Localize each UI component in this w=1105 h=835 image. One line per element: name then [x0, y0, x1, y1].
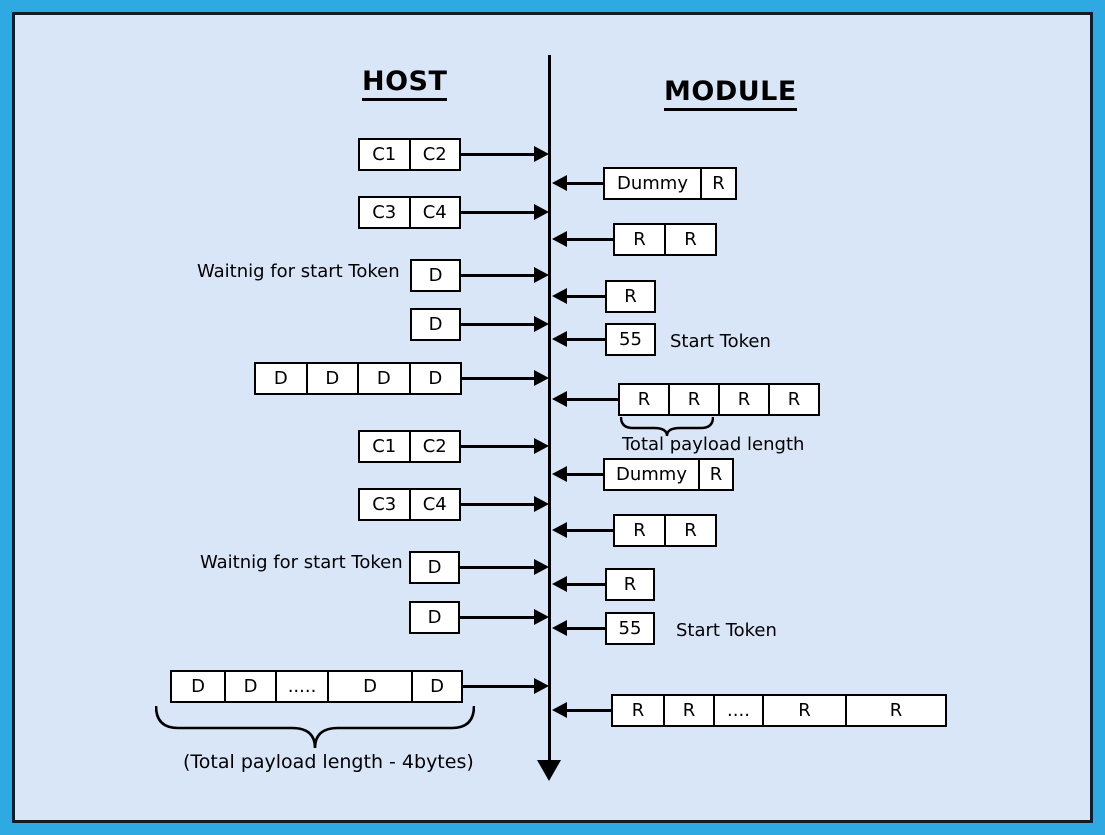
- host-to-module-arrow: [460, 370, 549, 386]
- host-to-module-arrow: [458, 609, 549, 625]
- byte-cell: D: [327, 672, 411, 701]
- byte-cell: C4: [408, 198, 460, 227]
- host-to-module-arrow: [459, 496, 549, 512]
- byte-cell: R: [633, 520, 646, 541]
- byte-cell: Dummy: [617, 173, 688, 194]
- byte-cell: D: [357, 364, 409, 393]
- host-payload-box: D D ..... D D: [170, 670, 463, 703]
- byte-cell: C1: [372, 436, 397, 457]
- byte-cell: D: [428, 314, 443, 335]
- timeline-axis: [548, 55, 551, 762]
- module-start-token-box: 55: [605, 612, 655, 645]
- total-payload-brace-icon: [155, 705, 475, 749]
- start-token-label: Start Token: [676, 620, 777, 641]
- byte-cell: C4: [408, 490, 460, 519]
- module-to-host-arrow: [552, 576, 607, 592]
- byte-cell: 55: [619, 329, 642, 350]
- module-to-host-arrow: [552, 466, 605, 482]
- byte-cell: C1: [372, 144, 397, 165]
- host-to-module-arrow: [459, 438, 549, 454]
- module-to-host-arrow: [552, 702, 613, 718]
- byte-cell: C3: [372, 202, 397, 223]
- host-data-block-box: D D D D: [254, 362, 462, 395]
- host-to-module-arrow: [458, 559, 549, 575]
- host-to-module-arrow: [459, 316, 549, 332]
- host-data-box: D: [409, 551, 460, 584]
- host-data-box: D: [410, 308, 461, 341]
- module-response-block-box: R R R R: [618, 383, 820, 416]
- module-response-box: R R: [613, 514, 717, 547]
- byte-cell: D: [273, 368, 288, 389]
- byte-cell: R: [623, 574, 637, 595]
- byte-cell: D: [428, 265, 443, 286]
- module-to-host-arrow: [552, 331, 607, 347]
- byte-cell: C2: [408, 140, 460, 169]
- module-payload-box: R R .... R R: [611, 694, 947, 727]
- module-to-host-arrow: [552, 288, 607, 304]
- module-response-box: R: [605, 280, 656, 313]
- module-title: MODULE: [664, 76, 797, 111]
- byte-cell: D: [191, 676, 205, 697]
- host-to-module-arrow: [459, 204, 549, 220]
- module-to-host-arrow: [552, 175, 605, 191]
- byte-cell: .....: [275, 672, 327, 701]
- byte-cell: ....: [713, 696, 762, 725]
- payload-length-brace-icon: [620, 416, 714, 437]
- waiting-note: Waitnig for start Token: [200, 552, 403, 573]
- module-dummy-box: Dummy R: [603, 458, 734, 491]
- byte-cell: D: [224, 672, 275, 701]
- byte-cell: D: [411, 672, 461, 701]
- byte-cell: D: [427, 607, 442, 628]
- module-response-box: R: [605, 568, 655, 601]
- module-to-host-arrow: [552, 522, 615, 538]
- host-command-box: C1 C2: [358, 138, 461, 171]
- host-command-box: C3 C4: [358, 488, 461, 521]
- host-to-module-arrow: [459, 146, 549, 162]
- module-to-host-arrow: [552, 391, 620, 407]
- byte-cell: C3: [372, 494, 397, 515]
- total-payload-label: Total payload length: [622, 434, 805, 455]
- host-data-box: D: [409, 601, 460, 634]
- module-dummy-box: Dummy R: [603, 167, 737, 200]
- byte-cell: R: [768, 385, 818, 414]
- module-to-host-arrow: [552, 620, 607, 636]
- byte-cell: R: [637, 389, 651, 410]
- host-data-box: D: [410, 259, 461, 292]
- byte-cell: R: [631, 700, 645, 721]
- host-title: HOST: [362, 66, 448, 101]
- byte-cell: R: [700, 169, 735, 198]
- start-token-label: Start Token: [670, 331, 771, 352]
- host-to-module-arrow: [459, 267, 549, 283]
- module-to-host-arrow: [552, 231, 615, 247]
- timeline-arrowhead-icon: [537, 760, 561, 781]
- payload-length-note: (Total payload length - 4bytes): [183, 751, 474, 773]
- byte-cell: R: [762, 696, 845, 725]
- byte-cell: R: [664, 516, 715, 545]
- byte-cell: R: [668, 385, 718, 414]
- byte-cell: D: [427, 557, 442, 578]
- byte-cell: D: [408, 364, 461, 393]
- host-command-box: C3 C4: [358, 196, 461, 229]
- module-response-box: R R: [613, 223, 717, 256]
- byte-cell: R: [633, 229, 646, 250]
- byte-cell: R: [845, 696, 945, 725]
- byte-cell: C2: [408, 432, 460, 461]
- byte-cell: D: [305, 364, 358, 393]
- byte-cell: R: [624, 286, 637, 307]
- waiting-note: Waitnig for start Token: [197, 261, 400, 282]
- byte-cell: R: [698, 460, 732, 489]
- host-command-box: C1 C2: [358, 430, 461, 463]
- byte-cell: R: [664, 225, 715, 254]
- byte-cell: R: [663, 696, 713, 725]
- host-to-module-arrow: [461, 678, 549, 694]
- byte-cell: R: [718, 385, 768, 414]
- module-start-token-box: 55: [605, 323, 656, 356]
- byte-cell: 55: [618, 618, 642, 639]
- byte-cell: Dummy: [616, 464, 687, 485]
